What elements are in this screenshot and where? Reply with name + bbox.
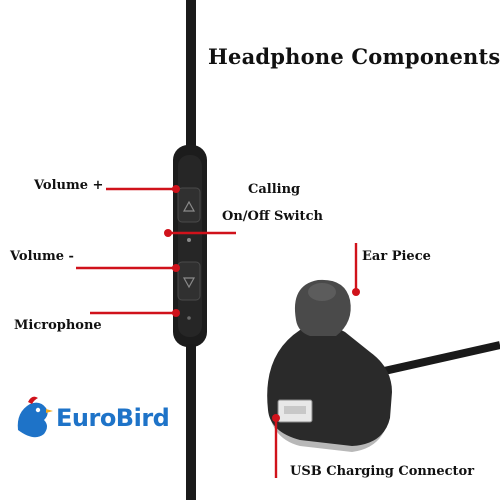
logo-text: EuroBird xyxy=(56,404,170,432)
label-usb-charging-connector: USB Charging Connector xyxy=(290,464,475,479)
label-microphone: Microphone xyxy=(14,318,102,333)
label-volume-up: Volume + xyxy=(34,178,104,193)
pointer-dot-calling xyxy=(164,229,172,237)
earpiece-body xyxy=(267,324,392,446)
page-title: Headphone Components xyxy=(208,44,500,69)
volume-down-button[interactable] xyxy=(177,261,201,301)
earpiece-cable xyxy=(379,341,500,376)
inline-remote-face xyxy=(178,155,202,337)
usb-port-inner xyxy=(284,406,306,414)
pointer-dot-volume-down xyxy=(172,264,180,272)
label-ear-piece: Ear Piece xyxy=(362,249,431,264)
label-on-off-switch: On/Off Switch xyxy=(222,209,323,224)
triangle-up-icon xyxy=(182,200,196,212)
microphone-hole xyxy=(187,316,191,320)
cable-upper xyxy=(186,0,196,150)
calling-switch-dot[interactable] xyxy=(187,238,191,242)
triangle-down-icon xyxy=(182,277,196,289)
label-volume-down: Volume - xyxy=(10,249,74,264)
volume-up-button[interactable] xyxy=(177,187,201,223)
pointer-dot-microphone xyxy=(172,309,180,317)
pointer-lines xyxy=(76,187,358,478)
pointer-dots xyxy=(164,185,360,422)
pointer-dot-volume-up xyxy=(172,185,180,193)
pointer-dot-usb xyxy=(272,414,280,422)
ear-tip-opening xyxy=(308,283,336,301)
label-calling: Calling xyxy=(248,182,301,197)
eurobird-logo: EuroBird xyxy=(14,392,170,448)
pointer-dot-ear-piece xyxy=(352,288,360,296)
cable-lower xyxy=(186,344,196,500)
bird-icon xyxy=(17,396,53,438)
